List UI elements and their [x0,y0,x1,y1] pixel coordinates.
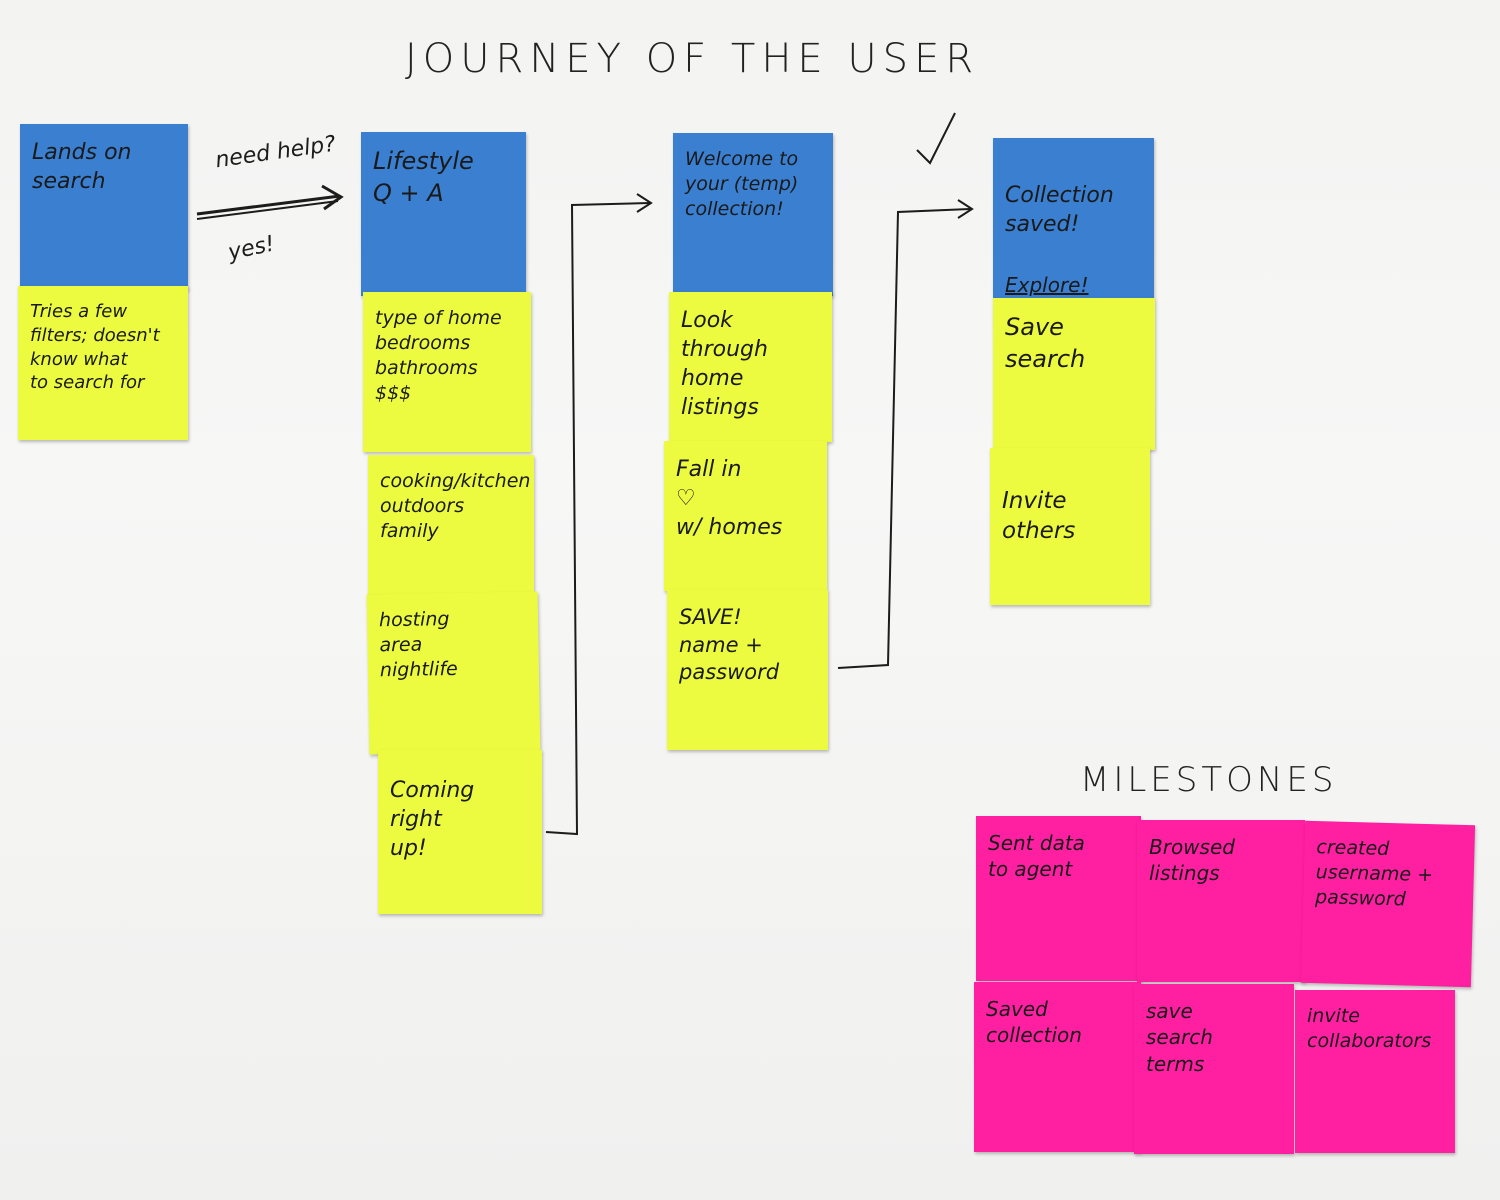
sticky-note-lands-on-search: Lands on search [20,124,188,290]
milestones-title: MILESTONES [1080,760,1338,800]
sticky-note-welcome-collection: Welcome to your (temp) collection! [673,133,833,296]
sticky-note-save-name-password: SAVE! name + password [667,590,828,750]
milestone-note-invite-collaborators: invite collaborators [1295,990,1455,1153]
sticky-note-coming-right-up: Coming right up! [378,750,542,914]
col3-to-col4-connector [837,208,971,669]
sticky-note-tries-filters: Tries a few filters; doesn't know what t… [18,286,188,440]
sticky-note-look-through-listings: Look through home listings [669,292,832,442]
checkmark-icon [916,112,956,165]
milestone-note-browsed-listings: Browsed listings [1137,820,1305,982]
sticky-note-home-type: type of home bedrooms bathrooms $$$ [363,292,531,452]
sticky-note-cooking-outdoors-family: cooking/kitchen outdoors family [368,455,534,595]
need-help-arrow-double [196,200,339,220]
need-help-arrowhead [321,184,344,211]
milestone-note-sent-data: Sent data to agent [976,816,1141,981]
sticky-note-lifestyle-qa: Lifestyle Q + A [361,132,526,296]
need-help-arrow [196,194,341,216]
col2-to-col3-arrowhead [636,193,653,213]
explore-text: Explore! [1005,273,1089,298]
sticky-note-invite-others: Invite others [990,448,1150,605]
sticky-note-fall-in-love: Fall in ♡ w/ homes [664,441,827,591]
sticky-note-collection-saved: Collection saved! Explore! [993,138,1154,298]
milestone-note-created-username: created username + password [1300,820,1476,988]
collection-saved-text: Collection saved! [1005,183,1114,238]
col3-to-col4-arrowhead [957,199,974,219]
milestone-note-saved-collection: Saved collection [974,982,1141,1152]
sticky-note-save-search: Save search [993,298,1155,450]
board-title: JOURNEY OF THE USER [405,36,980,82]
milestone-note-save-search-terms: save search terms [1134,984,1294,1154]
sticky-note-hosting-area-nightlife: hosting area nightlife [366,591,541,755]
col2-to-col3-connector [545,202,651,836]
